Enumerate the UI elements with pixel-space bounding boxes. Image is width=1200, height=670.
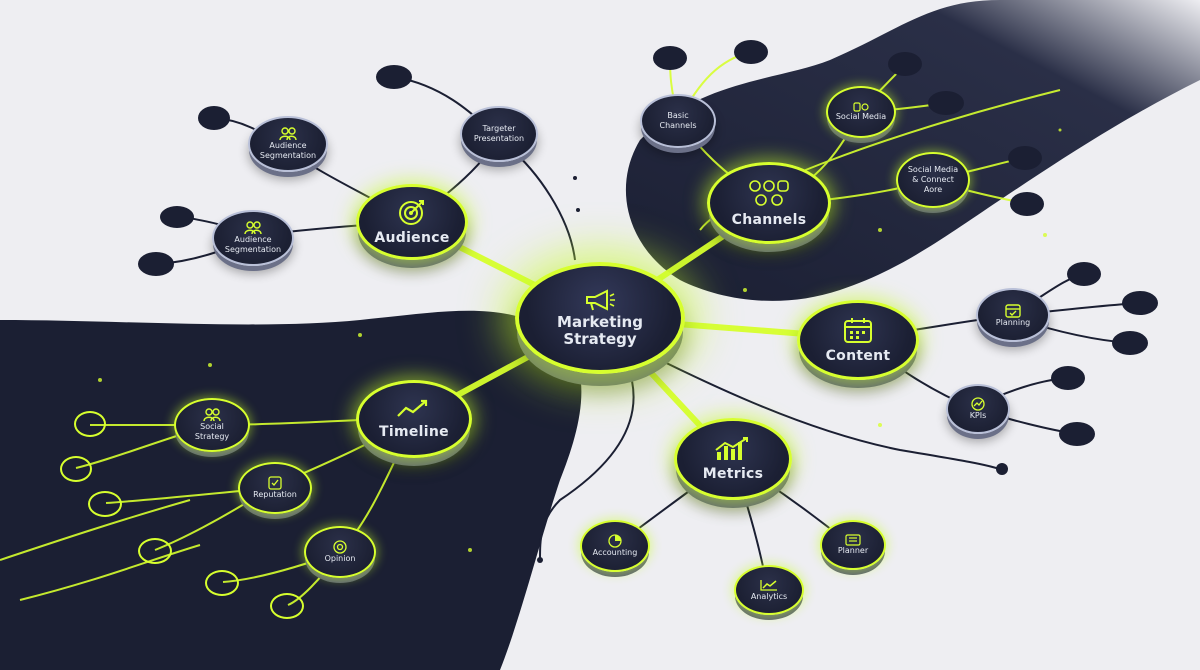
node-label: Planning <box>995 318 1031 327</box>
node-label: Opinion <box>324 554 356 563</box>
terminal-ring <box>88 491 122 517</box>
social-icon <box>853 102 869 112</box>
center-node-marketing-strategy[interactable]: Marketing Strategy <box>515 262 685 374</box>
node-audience-segmentation-left[interactable]: Audience Segmentation <box>212 210 294 266</box>
node-social-media-connect[interactable]: Social Media & Connect Aore <box>896 152 970 208</box>
terminal-dot <box>888 52 922 76</box>
node-label: Social Strategy <box>194 422 230 441</box>
calendar-icon <box>1005 304 1021 318</box>
node-reputation[interactable]: Reputation <box>238 462 312 514</box>
node-label: Analytics <box>750 592 788 601</box>
terminal-ring <box>74 411 106 437</box>
node-label: Targeter Presentation <box>473 124 525 143</box>
node-label: Accounting <box>592 548 638 557</box>
terminal-ring <box>138 538 172 564</box>
node-label: Basic Channels <box>659 111 697 130</box>
terminal-dot <box>1008 146 1042 170</box>
node-targeter-presentation[interactable]: Targeter Presentation <box>460 106 538 162</box>
node-label: KPIs <box>969 411 987 420</box>
node-label: Channels <box>731 212 807 228</box>
terminal-dot <box>1122 291 1158 315</box>
terminal-dot <box>1112 331 1148 355</box>
bar-chart-icon <box>715 437 748 460</box>
terminal-dot <box>653 46 687 70</box>
node-planner[interactable]: Planner <box>820 520 886 570</box>
megaphone-icon <box>586 289 615 311</box>
terminal-dot <box>996 463 1008 475</box>
check-box-icon <box>268 476 282 490</box>
target-icon <box>333 540 347 554</box>
node-basic-channels[interactable]: Basic Channels <box>640 94 716 148</box>
center-node-label: Marketing Strategy <box>557 313 643 348</box>
pie-icon <box>608 534 622 548</box>
trend-icon <box>971 397 985 411</box>
terminal-dot <box>1067 262 1101 286</box>
node-social-strategy[interactable]: Social Strategy <box>174 398 250 452</box>
node-label: Social Media & Connect Aore <box>907 165 959 194</box>
terminal-dot <box>1010 192 1044 216</box>
node-label: Planner <box>837 546 869 555</box>
node-label: Timeline <box>379 424 449 440</box>
node-label: Reputation <box>253 490 297 499</box>
node-planning[interactable]: Planning <box>976 288 1050 342</box>
trend-line-icon <box>397 399 428 417</box>
node-label: Audience Segmentation <box>259 141 317 160</box>
node-audience[interactable]: Audience <box>356 184 468 260</box>
node-channels[interactable]: Channels <box>707 162 831 244</box>
node-accounting[interactable]: Accounting <box>580 520 650 572</box>
node-label: Audience Segmentation <box>224 235 282 254</box>
target-icon <box>399 200 424 225</box>
node-audience-segmentation-top[interactable]: Audience Segmentation <box>248 116 328 172</box>
node-label: Metrics <box>702 466 764 482</box>
node-content[interactable]: Content <box>797 300 919 380</box>
terminal-dot <box>138 252 174 276</box>
terminal-ring <box>60 456 92 482</box>
people-icon <box>203 408 221 422</box>
node-label: Content <box>825 348 891 364</box>
node-social-media[interactable]: Social Media <box>826 86 896 138</box>
calendar-icon <box>844 318 872 343</box>
terminal-dot <box>198 106 230 130</box>
node-kpis[interactable]: KPIs <box>946 384 1010 434</box>
line-chart-icon <box>760 580 777 591</box>
terminal-ring <box>205 570 239 596</box>
list-icon <box>845 534 861 546</box>
terminal-dot <box>376 65 412 89</box>
people-icon <box>279 127 297 141</box>
node-opinion[interactable]: Opinion <box>304 526 376 578</box>
node-label: Social Media <box>835 112 887 121</box>
node-metrics[interactable]: Metrics <box>674 418 792 500</box>
terminal-dot <box>1051 366 1085 390</box>
terminal-ring <box>270 593 304 619</box>
terminal-dot <box>160 206 194 228</box>
node-timeline[interactable]: Timeline <box>356 380 472 458</box>
terminal-dot <box>1059 422 1095 446</box>
social-apps-icon <box>749 180 789 206</box>
terminal-dot <box>734 40 768 64</box>
terminal-dot <box>928 91 964 115</box>
people-icon <box>244 221 262 235</box>
node-label: Audience <box>374 230 450 246</box>
node-analytics[interactable]: Analytics <box>734 565 804 615</box>
